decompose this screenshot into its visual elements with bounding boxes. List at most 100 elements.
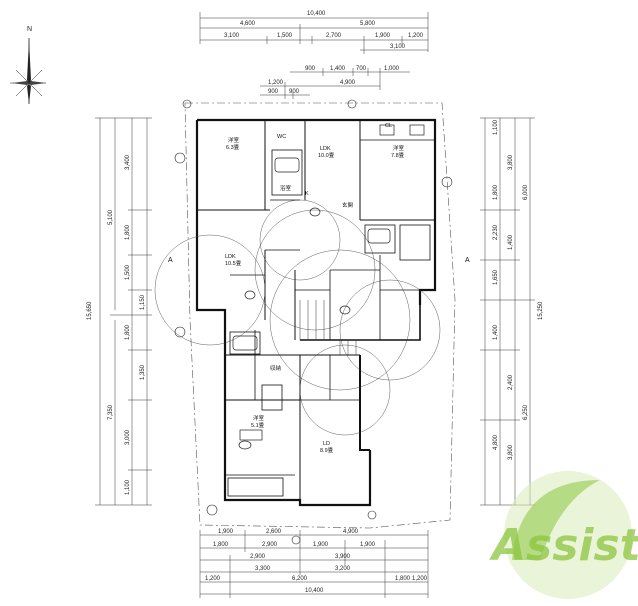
section-markers	[174, 99, 453, 545]
left-dimension-labels: 15,650 5,100 7,350 3,400 1,800 1,500 1,8…	[87, 154, 146, 495]
assist-logo: Assist	[489, 471, 638, 599]
bathtub-lower	[232, 335, 258, 351]
bottom-dimensions	[199, 530, 429, 598]
dim-top-row6-0: 900	[268, 89, 279, 95]
dim-top-row4-0: 900	[305, 66, 316, 72]
dim-top-row4-1: 1,400	[330, 66, 346, 72]
dim-right-seg-9: 3,800	[508, 444, 514, 460]
room-washitsu-area: 7.8畳	[391, 152, 405, 159]
dim-top-row4-3: 1,000	[384, 66, 400, 72]
dim-top-row4-2: 700	[356, 66, 367, 72]
dim-top-total: 10,400	[307, 11, 326, 17]
room-ldk-left: LDK	[225, 254, 236, 260]
dim-top-row2-4: 1,200	[408, 33, 424, 39]
dim-top-left: 4,600	[240, 21, 256, 27]
dim-bottom-row3-0: 2,900	[250, 554, 266, 560]
property-line	[184, 102, 456, 529]
swing-circles	[154, 199, 441, 436]
dim-bottom-row3-1: 3,900	[335, 554, 351, 560]
dim-left-seg-2: 1,500	[125, 264, 131, 280]
room-ldk-upper: LDK	[320, 146, 331, 152]
dim-left-lower: 7,350	[108, 404, 114, 420]
bathtub-right	[367, 228, 391, 244]
right-dimension-labels: 15,250 6,000 6,250 1,100 3,800 1,800 2,2…	[493, 119, 544, 460]
dim-top-row2-3: 1,900	[375, 33, 391, 39]
dim-right-seg-0: 1,100	[493, 119, 499, 135]
dim-bottom-row1-1: 2,600	[266, 529, 282, 535]
dim-top-row3: 3,100	[390, 44, 406, 50]
logo-text: Assist	[489, 520, 638, 571]
dim-top-right: 5,800	[360, 21, 376, 27]
dim-right-seg-4: 1,400	[508, 234, 514, 250]
room-toilet: WC	[277, 134, 286, 140]
dim-left-upper: 5,100	[108, 209, 114, 225]
top-dimension-labels: 10,400 4,600 5,800 3,100 1,500 2,700 1,9…	[224, 11, 424, 95]
dim-top-row2-1: 1,500	[277, 33, 293, 39]
dim-right-seg-7: 2,400	[508, 374, 514, 390]
room-ldk-upper-area: 10.0畳	[318, 152, 335, 159]
room-upper-left-area: 6.3畳	[226, 144, 240, 151]
dim-bottom-row5-2: 1,800	[395, 576, 411, 582]
room-lower-left-area: 5.1畳	[251, 422, 265, 429]
north-compass: N	[10, 26, 46, 104]
room-ld-lower: LD	[323, 441, 330, 447]
dim-top-row2-2: 2,700	[326, 33, 342, 39]
dim-bottom-row4-0: 3,300	[255, 566, 271, 572]
dim-bottom-row2-3: 1,900	[360, 542, 376, 548]
room-lower-left: 洋室	[253, 414, 265, 422]
dim-left-seg-3: 1,800	[125, 324, 131, 340]
dim-left-seg-4: 1,150	[140, 294, 146, 310]
dim-top-row6-1: 900	[289, 89, 300, 95]
dim-left-seg-5: 1,350	[140, 364, 146, 380]
dim-right-seg-2: 1,800	[493, 184, 499, 200]
dim-right-seg-8: 4,800	[493, 434, 499, 450]
dim-bottom-row5-1: 6,200	[292, 576, 308, 582]
left-dimensions	[95, 117, 152, 506]
dim-right-seg-1: 3,800	[508, 154, 514, 170]
dim-right-seg-3: 2,230	[493, 224, 499, 240]
section-mark-left: A	[168, 257, 173, 264]
dim-bottom-row1-0: 1,900	[218, 529, 234, 535]
dim-left-seg-6: 3,000	[125, 429, 131, 445]
dim-top-row5-0: 1,200	[268, 80, 284, 86]
room-storage: 収納	[270, 364, 282, 372]
dim-right-total: 15,250	[538, 301, 544, 320]
room-upper-left: 洋室	[228, 136, 240, 144]
room-kitchen: K	[305, 191, 309, 197]
bottom-dimension-labels: 1,900 2,600 4,900 1,800 2,900 1,900 1,90…	[205, 529, 428, 594]
bathtub-upper	[274, 157, 300, 173]
top-dimensions	[199, 12, 429, 99]
room-entrance: 玄関	[342, 201, 354, 209]
dim-bottom-total: 10,400	[305, 588, 324, 594]
room-closet: CL	[385, 123, 392, 129]
dim-right-upper: 6,000	[523, 184, 529, 200]
section-mark-right: A	[465, 257, 470, 264]
dim-bottom-row2-0: 1,800	[213, 542, 229, 548]
dim-right-seg-6: 1,400	[493, 324, 499, 340]
dim-right-seg-5: 1,650	[493, 269, 499, 285]
room-labels: LDK 10.0畳 LDK 10.5畳 洋室 7.8畳 洋室 6.3畳 LD 8…	[168, 123, 470, 454]
dim-bottom-row2-2: 1,900	[313, 542, 329, 548]
north-label: N	[27, 26, 32, 33]
dim-bottom-row1-2: 4,900	[343, 529, 359, 535]
room-ldk-left-area: 10.5畳	[225, 260, 242, 267]
right-dimensions	[480, 117, 535, 506]
dim-top-row2-0: 3,100	[224, 33, 240, 39]
dim-top-row5-1: 4,900	[340, 80, 356, 86]
dim-bottom-row2-1: 2,900	[262, 542, 278, 548]
dim-left-seg-0: 3,400	[125, 154, 131, 170]
dim-bottom-row4-1: 3,200	[335, 566, 351, 572]
room-bath: 浴室	[280, 184, 292, 192]
dim-bottom-row5-0: 1,200	[205, 576, 221, 582]
dim-left-seg-7: 1,100	[125, 479, 131, 495]
room-washitsu: 洋室	[393, 144, 405, 152]
dim-right-lower: 6,250	[523, 404, 529, 420]
building-walls	[195, 118, 437, 507]
fixtures	[232, 124, 425, 450]
dim-bottom-row5-3: 1,200	[412, 576, 428, 582]
room-ld-lower-area: 8.9畳	[320, 447, 334, 454]
dim-left-total: 15,650	[87, 301, 93, 320]
dim-left-seg-1: 1,800	[125, 224, 131, 240]
stairs	[299, 300, 357, 355]
